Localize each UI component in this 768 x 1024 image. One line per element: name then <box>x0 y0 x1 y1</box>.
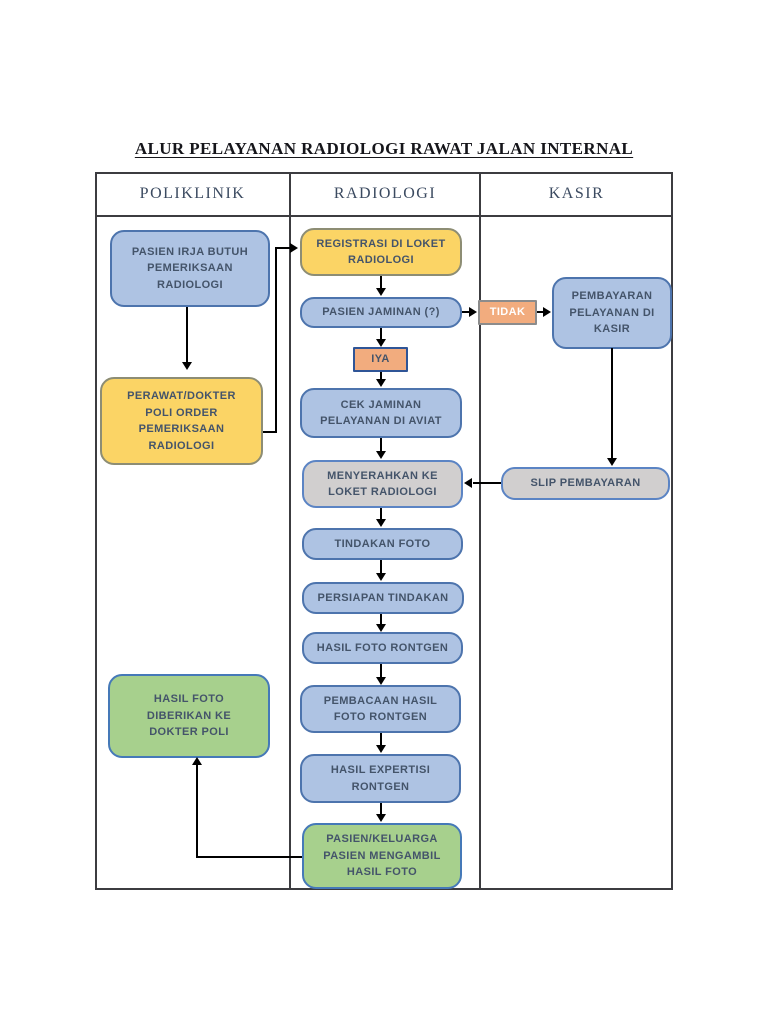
arrowhead-down-icon <box>376 379 386 387</box>
arrow-line <box>186 307 188 363</box>
arrowhead-down-icon <box>376 814 386 822</box>
node-hasil-foto-diberikan: HASIL FOTO DIBERIKAN KE DOKTER POLI <box>108 674 270 758</box>
swimlane-divider-radiologi-kasir <box>479 172 481 890</box>
arrowhead-down-icon <box>376 339 386 347</box>
node-persiapan-tindakan: PERSIAPAN TINDAKAN <box>302 582 464 614</box>
node-label: PASIEN JAMINAN (?) <box>322 306 440 319</box>
connector-segment <box>275 247 277 433</box>
arrow-line <box>380 328 382 340</box>
arrowhead-down-icon <box>376 573 386 581</box>
arrowhead-right-icon <box>290 243 298 253</box>
arrow-line <box>380 508 382 521</box>
swimlane-divider-poliklinik-radiologi <box>289 172 291 890</box>
node-pasien-keluarga-ambil: PASIEN/KELUARGA PASIEN MENGAMBIL HASIL F… <box>302 823 462 889</box>
node-label: MENYERAHKAN KE LOKET RADIOLOGI <box>327 469 438 499</box>
node-label: PEMBACAAN HASIL FOTO RONTGEN <box>323 694 438 724</box>
node-label: PERAWAT/DOKTER POLI ORDER PEMERIKSAAN RA… <box>127 390 236 452</box>
page-title: ALUR PELAYANAN RADIOLOGI RAWAT JALAN INT… <box>134 139 634 158</box>
swimlane-table-border <box>95 172 673 890</box>
arrowhead-left-icon <box>464 478 472 488</box>
arrowhead-right-icon <box>543 307 551 317</box>
arrow-line <box>380 733 382 746</box>
node-label: PASIEN IRJA BUTUH PEMERIKSAAN RADIOLOGI <box>131 245 249 291</box>
node-registrasi-loket: REGISTRASI DI LOKET RADIOLOGI <box>300 228 462 276</box>
arrowhead-down-icon <box>376 745 386 753</box>
arrowhead-right-icon <box>469 307 477 317</box>
node-pembayaran-kasir: PEMBAYARAN PELAYANAN DI KASIR <box>552 277 672 349</box>
lane-header-poliklinik: POLIKLINIK <box>139 184 246 202</box>
node-label: PASIEN/KELUARGA PASIEN MENGAMBIL HASIL F… <box>323 833 441 879</box>
arrowhead-down-icon <box>376 624 386 632</box>
arrowhead-up-icon <box>192 757 202 765</box>
connector-segment <box>277 247 291 249</box>
node-label: REGISTRASI DI LOKET RADIOLOGI <box>316 237 446 267</box>
node-label: TIDAK <box>489 306 526 319</box>
arrow-line <box>380 614 382 625</box>
node-label: HASIL FOTO DIBERIKAN KE DOKTER POLI <box>146 693 232 739</box>
node-label: PERSIAPAN TINDAKAN <box>317 591 449 604</box>
connector-segment <box>263 431 277 433</box>
arrowhead-down-icon <box>376 288 386 296</box>
arrow-line <box>380 372 382 380</box>
connector-segment <box>196 856 302 858</box>
node-slip-pembayaran: SLIP PEMBAYARAN <box>501 467 670 500</box>
arrow-line <box>380 560 382 574</box>
node-label: CEK JAMINAN PELAYANAN DI AVIAT <box>320 398 442 428</box>
node-menyerahkan-loket: MENYERAHKAN KE LOKET RADIOLOGI <box>302 460 463 508</box>
node-label: TINDAKAN FOTO <box>334 537 431 550</box>
node-hasil-expertisi: HASIL EXPERTISI RONTGEN <box>300 754 461 803</box>
arrow-line <box>462 311 470 313</box>
node-pembacaan-hasil: PEMBACAAN HASIL FOTO RONTGEN <box>300 685 461 733</box>
arrowhead-down-icon <box>376 519 386 527</box>
arrow-line <box>380 664 382 678</box>
arrow-line <box>537 311 544 313</box>
node-label: SLIP PEMBAYARAN <box>530 477 641 490</box>
lane-header-kasir: KASIR <box>548 184 605 202</box>
node-label: HASIL FOTO RONTGEN <box>316 641 449 654</box>
arrow-line <box>473 482 501 484</box>
arrowhead-down-icon <box>376 451 386 459</box>
arrow-line <box>380 438 382 452</box>
node-hasil-foto-rontgen: HASIL FOTO RONTGEN <box>302 632 463 664</box>
arrowhead-down-icon <box>376 677 386 685</box>
node-label: IYA <box>371 353 390 366</box>
node-cek-jaminan-aviat: CEK JAMINAN PELAYANAN DI AVIAT <box>300 388 462 438</box>
node-label: HASIL EXPERTISI RONTGEN <box>330 764 431 793</box>
arrow-line <box>611 348 613 459</box>
node-iya: IYA <box>353 347 408 372</box>
node-pasien-jaminan: PASIEN JAMINAN (?) <box>300 297 462 328</box>
node-label: PEMBAYARAN PELAYANAN DI KASIR <box>569 290 655 336</box>
lane-header-radiologi: RADIOLOGI <box>333 184 437 202</box>
node-perawat-dokter-order: PERAWAT/DOKTER POLI ORDER PEMERIKSAAN RA… <box>100 377 263 465</box>
connector-segment <box>196 765 198 858</box>
arrowhead-down-icon <box>607 458 617 466</box>
node-tindakan-foto: TINDAKAN FOTO <box>302 528 463 560</box>
node-tidak: TIDAK <box>478 300 537 325</box>
node-pasien-irja: PASIEN IRJA BUTUH PEMERIKSAAN RADIOLOGI <box>110 230 270 307</box>
swimlane-header-divider <box>95 215 673 217</box>
arrow-line <box>380 803 382 815</box>
arrow-line <box>380 276 382 289</box>
arrowhead-down-icon <box>182 362 192 370</box>
